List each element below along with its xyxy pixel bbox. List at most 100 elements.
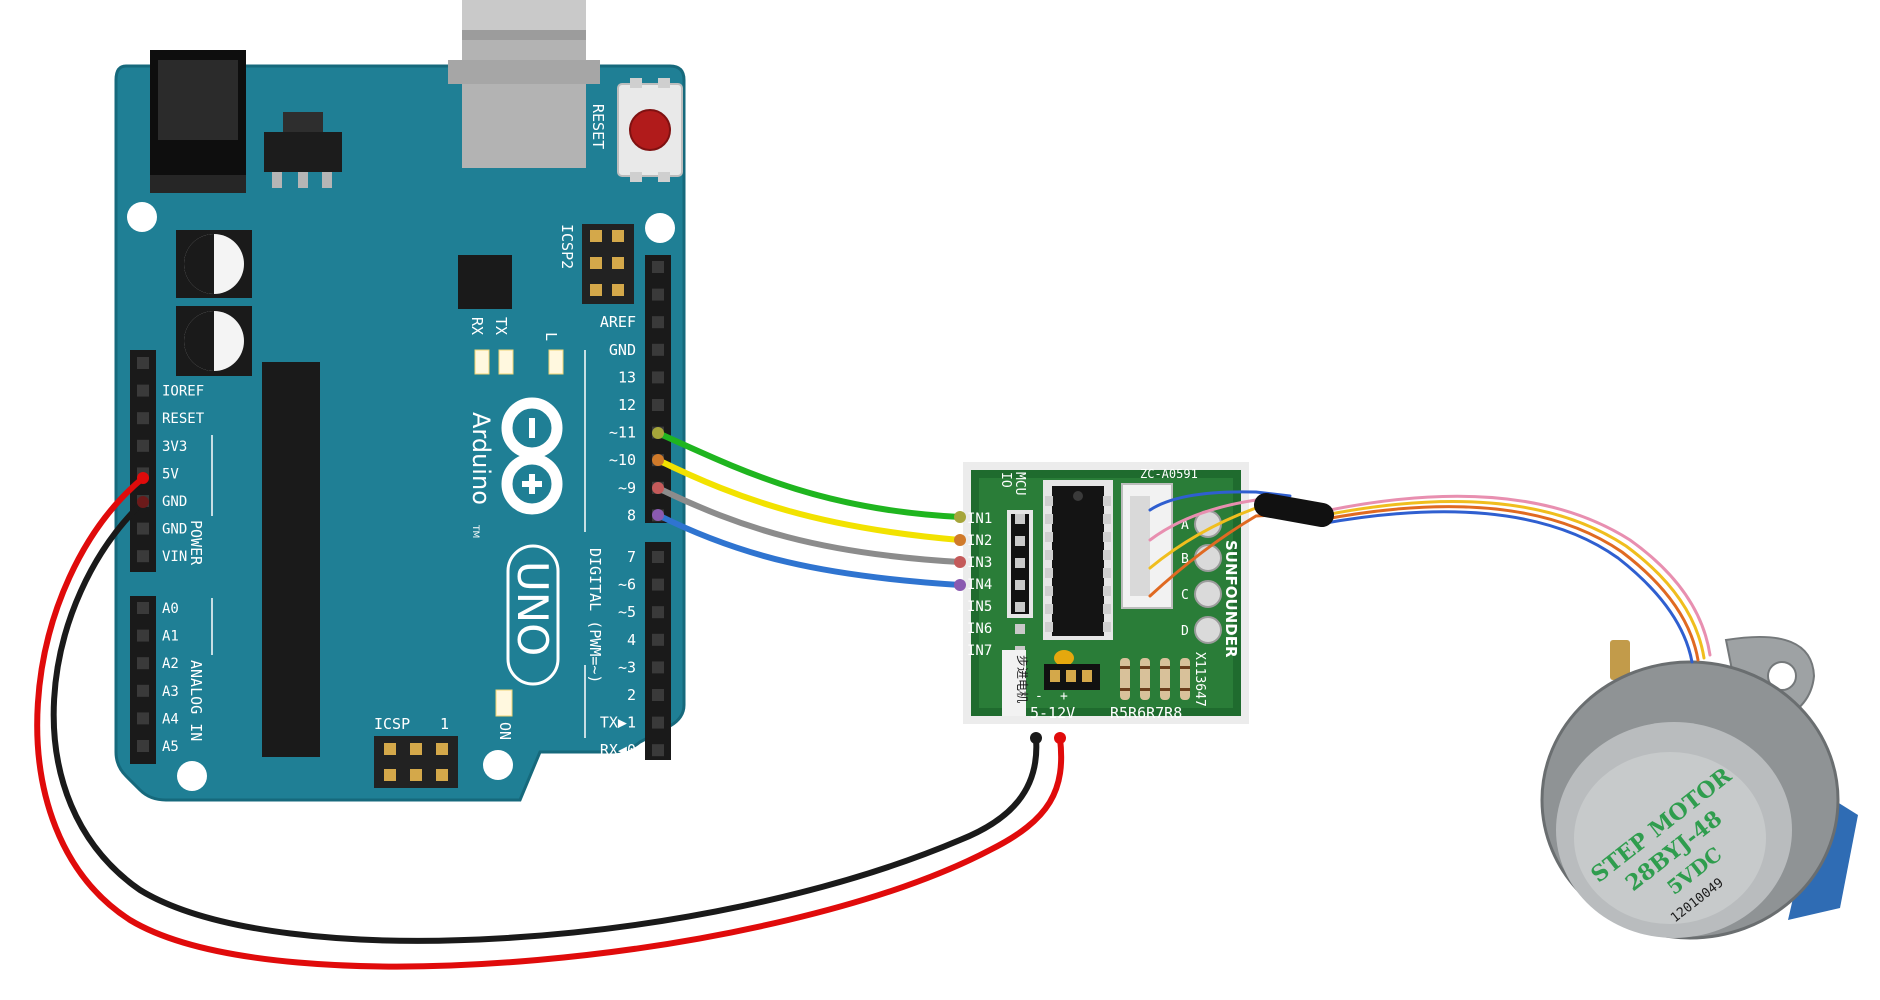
digital-pin-label: GND xyxy=(609,341,636,359)
motor-connector xyxy=(1121,483,1173,609)
pin-hole xyxy=(652,744,664,757)
led-a-label: A xyxy=(1181,518,1189,533)
cable-sleeve xyxy=(1254,493,1334,527)
wire-gray-pin9-in3 xyxy=(655,485,963,565)
tx-led xyxy=(498,349,514,375)
analog-pin-label: A3 xyxy=(162,684,179,700)
signal-wires xyxy=(655,430,963,588)
header-pin xyxy=(1015,602,1025,612)
led-c-label: C xyxy=(1181,588,1189,603)
l-led xyxy=(548,349,564,375)
arduino-logo-icon xyxy=(501,397,563,515)
pin-hole xyxy=(652,551,664,563)
reset-label: RESET xyxy=(589,104,607,149)
mounting-hole xyxy=(483,750,513,780)
header-pin xyxy=(1015,624,1025,634)
pin-hole xyxy=(652,399,664,411)
digital-pin-label: ~5 xyxy=(618,603,636,621)
mounting-hole xyxy=(645,213,675,243)
digital-pin-label: RX◀0 xyxy=(600,741,636,759)
pin-hole xyxy=(652,371,664,384)
driver-input-label: IN4 xyxy=(967,577,992,593)
tx-label: TX xyxy=(492,317,510,335)
header-pin xyxy=(1015,536,1025,546)
wire-end xyxy=(1054,732,1066,744)
header-pin xyxy=(1015,580,1025,590)
driver-input-label: IN2 xyxy=(967,533,992,549)
wire-red-5v xyxy=(34,475,1065,970)
supply-plus: + xyxy=(1060,689,1068,704)
digital-pin-label: 2 xyxy=(627,686,636,704)
pin-hole xyxy=(137,602,149,614)
uno-badge xyxy=(506,544,560,686)
supply-minus: - xyxy=(1035,689,1043,704)
chinese-label-box xyxy=(1002,650,1026,716)
led-d-label: D xyxy=(1181,624,1189,639)
power-analog-pin-holes xyxy=(137,357,149,752)
driver-input-label: IN7 xyxy=(967,643,992,659)
header-pin xyxy=(1015,514,1025,524)
digital-pin-label: ~10 xyxy=(609,451,636,469)
power-pin-label: VIN xyxy=(162,549,187,565)
rx-label: RX xyxy=(468,317,486,335)
digital-pin-label: AREF xyxy=(600,313,636,331)
pin-hole xyxy=(652,261,664,273)
wire-end xyxy=(137,472,149,484)
wire-end xyxy=(1030,732,1042,744)
analog-pin-label: A0 xyxy=(162,601,179,617)
wire-pin-ends xyxy=(652,427,966,591)
chip-code: X113647 xyxy=(1192,652,1207,707)
pin-hole xyxy=(137,657,149,670)
power-pin-label: 5V xyxy=(162,466,179,482)
pin-hole xyxy=(137,550,149,563)
board-code: ZC-A0591 xyxy=(1140,467,1198,481)
dc-power-jack xyxy=(150,50,246,193)
resistors xyxy=(1120,658,1190,700)
driver-input-label: IN5 xyxy=(967,599,992,615)
pin-hole xyxy=(137,684,149,697)
power-pin-label: RESET xyxy=(162,411,205,427)
wire-yellow-pin10-in2 xyxy=(655,457,963,543)
motor-cable xyxy=(1148,490,1712,664)
digital-pin-label: ~6 xyxy=(618,576,636,594)
pin-hole xyxy=(652,661,664,674)
digital-pin-label: TX▶1 xyxy=(600,714,636,732)
mounting-hole xyxy=(127,202,157,232)
voltage-regulator xyxy=(264,112,342,188)
pin-hole xyxy=(652,606,664,619)
reset-button[interactable] xyxy=(617,78,683,182)
power-pin-label: 3V3 xyxy=(162,439,187,455)
on-led xyxy=(495,689,513,717)
led-c xyxy=(1194,580,1222,608)
digital-pin-label: ~11 xyxy=(609,424,636,442)
supply-label: 5-12V xyxy=(1030,704,1075,722)
pin-hole xyxy=(137,384,149,397)
digital-pin-label: 12 xyxy=(618,396,636,414)
digital-header xyxy=(645,255,671,760)
pin-hole xyxy=(137,522,149,535)
analog-pin-label: A5 xyxy=(162,739,179,755)
power-jumper xyxy=(1044,650,1100,690)
pin-hole xyxy=(137,740,149,752)
digital-pin-label: ~3 xyxy=(618,658,636,676)
arduino-pcb xyxy=(114,64,686,802)
digital-pin-label: 7 xyxy=(627,548,636,566)
pin-hole xyxy=(652,689,664,701)
pin-hole xyxy=(137,712,149,725)
rx-led xyxy=(474,349,490,375)
pin-hole xyxy=(652,288,664,301)
digital-pin-label: 8 xyxy=(627,506,636,524)
atmega-chip xyxy=(262,362,320,757)
analog-pin-label: A4 xyxy=(162,711,179,727)
stepper-motor-chinese-label: 步进电机 xyxy=(1015,655,1029,703)
resistor-labels: R5R6R7R8 xyxy=(1110,704,1182,722)
uln2003-chip xyxy=(1043,480,1113,640)
wire-end xyxy=(137,496,149,508)
icsp-pin1-label: 1 xyxy=(440,715,449,733)
analog-pin-label: A2 xyxy=(162,656,179,672)
pin-hole xyxy=(652,316,664,329)
